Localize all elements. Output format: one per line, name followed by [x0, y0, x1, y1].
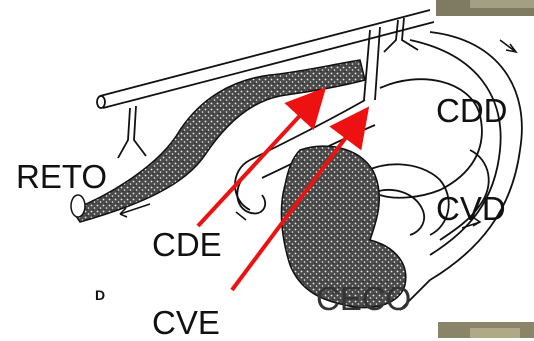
label-reto: RETO — [16, 160, 107, 193]
label-cdd: CDD — [436, 94, 508, 127]
label-cvd: CVD — [436, 192, 506, 225]
label-cde: CDE — [152, 228, 222, 261]
label-ceco: CECO — [316, 282, 411, 315]
photo-fragment-bottom-right — [438, 322, 534, 338]
label-d: D — [95, 288, 105, 302]
photo-fragment-top-right — [436, 0, 534, 16]
rectum-end — [71, 195, 85, 217]
label-cve: CVE — [152, 306, 220, 339]
